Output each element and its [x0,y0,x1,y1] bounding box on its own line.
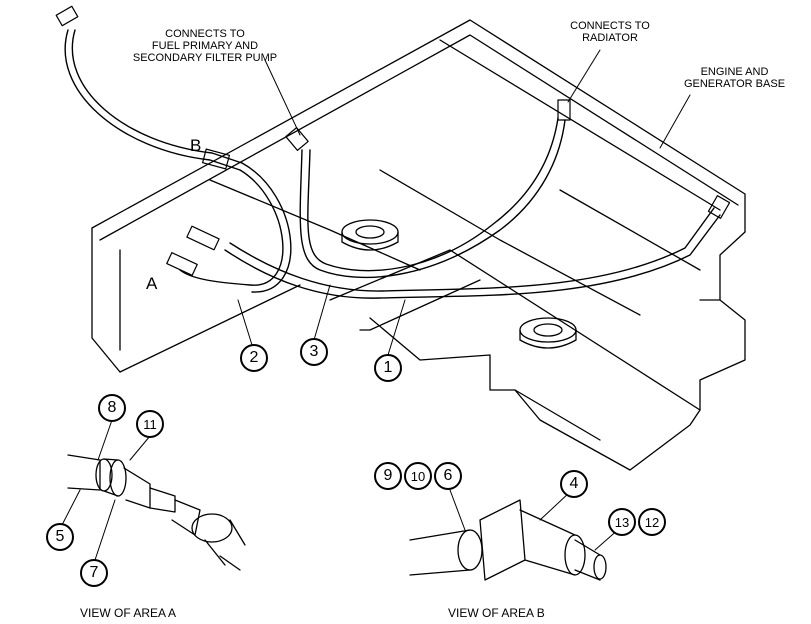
boss-features [341,219,577,349]
area-b-letter: B [190,136,202,155]
view-a-detail [67,454,246,571]
callout-10: 10 [404,462,432,490]
callout-9: 9 [374,462,402,490]
callout-11: 11 [136,410,164,438]
callout-5: 5 [46,523,74,551]
callout-3: 3 [300,338,328,366]
view-b-detail [409,499,607,581]
view-area-a-caption: VIEW OF AREA A [80,606,177,620]
callout-12: 12 [638,508,666,536]
callout-1: 1 [374,354,402,382]
callout-2: 2 [240,344,268,372]
generator-base-frame [91,19,746,471]
callout-7: 7 [80,559,108,587]
callout-4: 4 [560,470,588,498]
callout-6: 6 [434,462,462,490]
generator-base-label: ENGINE AND GENERATOR BASE [683,66,786,90]
radiator-label: CONNECTS TO RADIATOR [570,20,650,44]
view-area-b-caption: VIEW OF AREA B [448,606,545,620]
hose-fittings [55,5,731,276]
area-a-letter: A [146,274,158,293]
fuel-lines [64,29,721,299]
callout-8: 8 [98,394,126,422]
leader-lines [61,49,691,561]
fuel-pump-label: CONNECTS TO FUEL PRIMARY AND SECONDARY F… [132,28,278,64]
callout-13: 13 [608,508,636,536]
